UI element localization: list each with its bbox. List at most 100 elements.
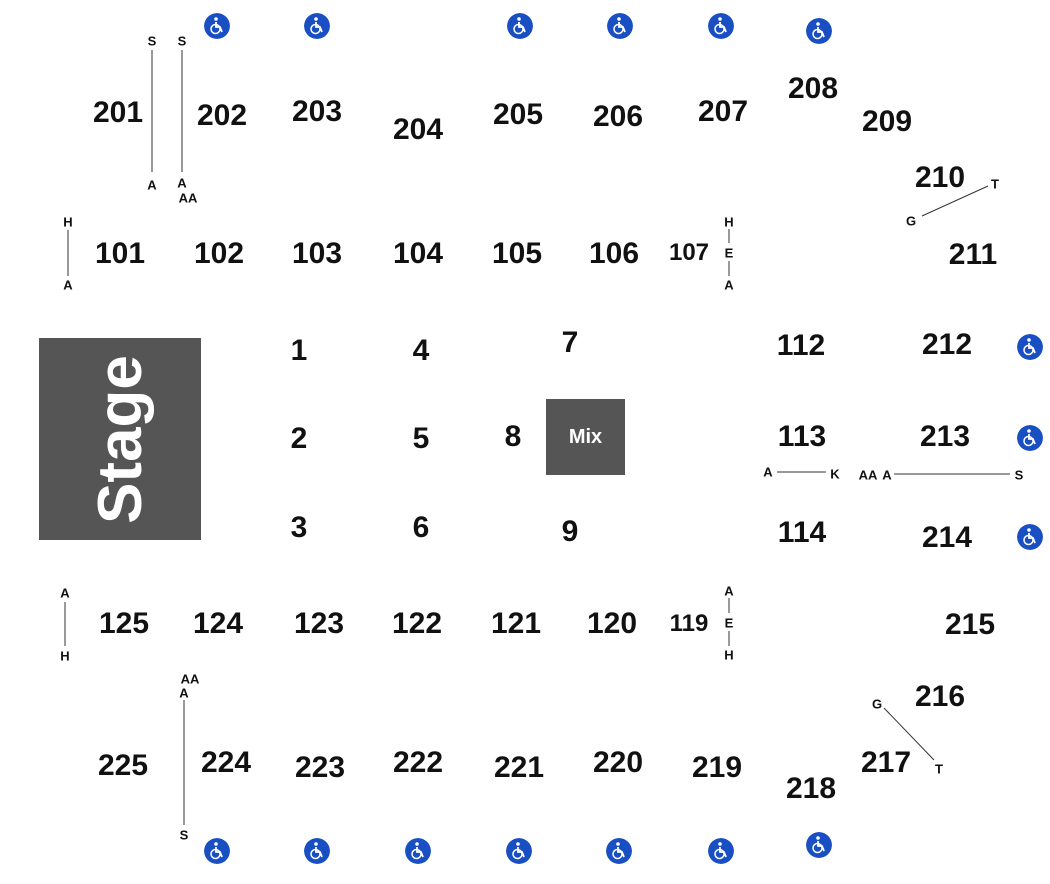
floor-section-2[interactable]: 2: [290, 422, 308, 455]
wheelchair-icon: [1017, 334, 1043, 360]
section-101[interactable]: 101: [94, 237, 146, 270]
section-225[interactable]: 225: [97, 749, 149, 782]
wheelchair-icon: [606, 838, 632, 864]
row-label: A: [724, 277, 734, 293]
section-216[interactable]: 216: [914, 680, 966, 713]
mix-booth: Mix: [546, 399, 625, 475]
row-label: S: [147, 33, 157, 49]
row-label: S: [1014, 467, 1024, 483]
section-218[interactable]: 218: [785, 772, 837, 805]
wheelchair-icon: [607, 13, 633, 39]
floor-section-4[interactable]: 4: [412, 334, 430, 367]
section-206[interactable]: 206: [592, 100, 644, 133]
section-123[interactable]: 123: [293, 607, 345, 640]
wheelchair-icon: [1017, 524, 1043, 550]
section-107[interactable]: 107: [668, 239, 710, 266]
section-205[interactable]: 205: [492, 98, 544, 131]
section-124[interactable]: 124: [192, 607, 244, 640]
row-label: A: [177, 175, 187, 191]
section-119[interactable]: 119: [669, 610, 709, 637]
section-202[interactable]: 202: [196, 99, 248, 132]
section-125[interactable]: 125: [98, 607, 150, 640]
row-label: K: [830, 466, 840, 482]
row-label: S: [179, 827, 189, 843]
row-label: A: [147, 177, 157, 193]
floor-section-3[interactable]: 3: [290, 511, 308, 544]
section-104[interactable]: 104: [392, 237, 444, 270]
wheelchair-icon: [1017, 425, 1043, 451]
section-214[interactable]: 214: [921, 521, 973, 554]
section-213[interactable]: 213: [919, 420, 971, 453]
section-212[interactable]: 212: [921, 328, 973, 361]
section-207[interactable]: 207: [697, 95, 749, 128]
wheelchair-icon: [708, 838, 734, 864]
mix-label: Mix: [568, 425, 603, 448]
row-label: G: [905, 213, 917, 229]
wheelchair-icon: [507, 13, 533, 39]
section-201[interactable]: 201: [92, 96, 144, 129]
wheelchair-icon: [304, 838, 330, 864]
section-220[interactable]: 220: [592, 746, 644, 779]
floor-section-9[interactable]: 9: [561, 515, 579, 548]
wheelchair-icon: [806, 832, 832, 858]
section-224[interactable]: 224: [200, 746, 252, 779]
section-113[interactable]: 113: [777, 420, 827, 453]
row-label: A: [60, 585, 70, 601]
row-label: E: [724, 615, 734, 631]
section-222[interactable]: 222: [392, 746, 444, 779]
wheelchair-icon: [506, 838, 532, 864]
section-106[interactable]: 106: [588, 237, 640, 270]
wheelchair-icon: [405, 838, 431, 864]
section-204[interactable]: 204: [392, 113, 444, 146]
row-label: T: [991, 176, 999, 192]
floor-section-7[interactable]: 7: [561, 326, 579, 359]
section-208[interactable]: 208: [787, 72, 839, 105]
section-120[interactable]: 120: [586, 607, 638, 640]
row-label: S: [177, 33, 187, 49]
row-label: A: [63, 277, 73, 293]
row-label: AA: [178, 190, 198, 206]
floor-section-8[interactable]: 8: [504, 420, 522, 453]
section-221[interactable]: 221: [493, 751, 545, 784]
row-label: AA: [858, 467, 878, 483]
row-label: AA: [180, 671, 200, 687]
row-label: A: [179, 685, 189, 701]
section-203[interactable]: 203: [291, 95, 343, 128]
section-219[interactable]: 219: [691, 751, 743, 784]
wheelchair-icon: [304, 13, 330, 39]
floor-section-5[interactable]: 5: [412, 422, 430, 455]
floor-section-6[interactable]: 6: [412, 511, 430, 544]
row-label: H: [724, 214, 734, 230]
row-label: E: [724, 245, 734, 261]
row-label: A: [724, 583, 734, 599]
section-114[interactable]: 114: [777, 516, 827, 549]
wheelchair-icon: [204, 13, 230, 39]
section-210[interactable]: 210: [914, 161, 966, 194]
row-label: T: [935, 761, 943, 777]
section-112[interactable]: 112: [776, 329, 826, 362]
row-label: H: [63, 214, 73, 230]
stage: Stage: [39, 338, 201, 540]
section-105[interactable]: 105: [491, 237, 543, 270]
row-label: H: [724, 647, 734, 663]
section-103[interactable]: 103: [291, 237, 343, 270]
row-label: A: [882, 467, 892, 483]
section-102[interactable]: 102: [193, 237, 245, 270]
section-215[interactable]: 215: [944, 608, 996, 641]
wheelchair-icon: [204, 838, 230, 864]
section-122[interactable]: 122: [391, 607, 443, 640]
row-label: G: [871, 696, 883, 712]
floor-section-1[interactable]: 1: [290, 334, 308, 367]
stage-label: Stage: [85, 354, 155, 524]
wheelchair-icon: [806, 18, 832, 44]
row-label: A: [763, 464, 773, 480]
row-label: H: [60, 648, 70, 664]
wheelchair-icon: [708, 13, 734, 39]
section-209[interactable]: 209: [861, 105, 913, 138]
section-217[interactable]: 217: [860, 746, 912, 779]
section-223[interactable]: 223: [294, 751, 346, 784]
section-121[interactable]: 121: [490, 607, 542, 640]
section-211[interactable]: 211: [948, 238, 998, 271]
